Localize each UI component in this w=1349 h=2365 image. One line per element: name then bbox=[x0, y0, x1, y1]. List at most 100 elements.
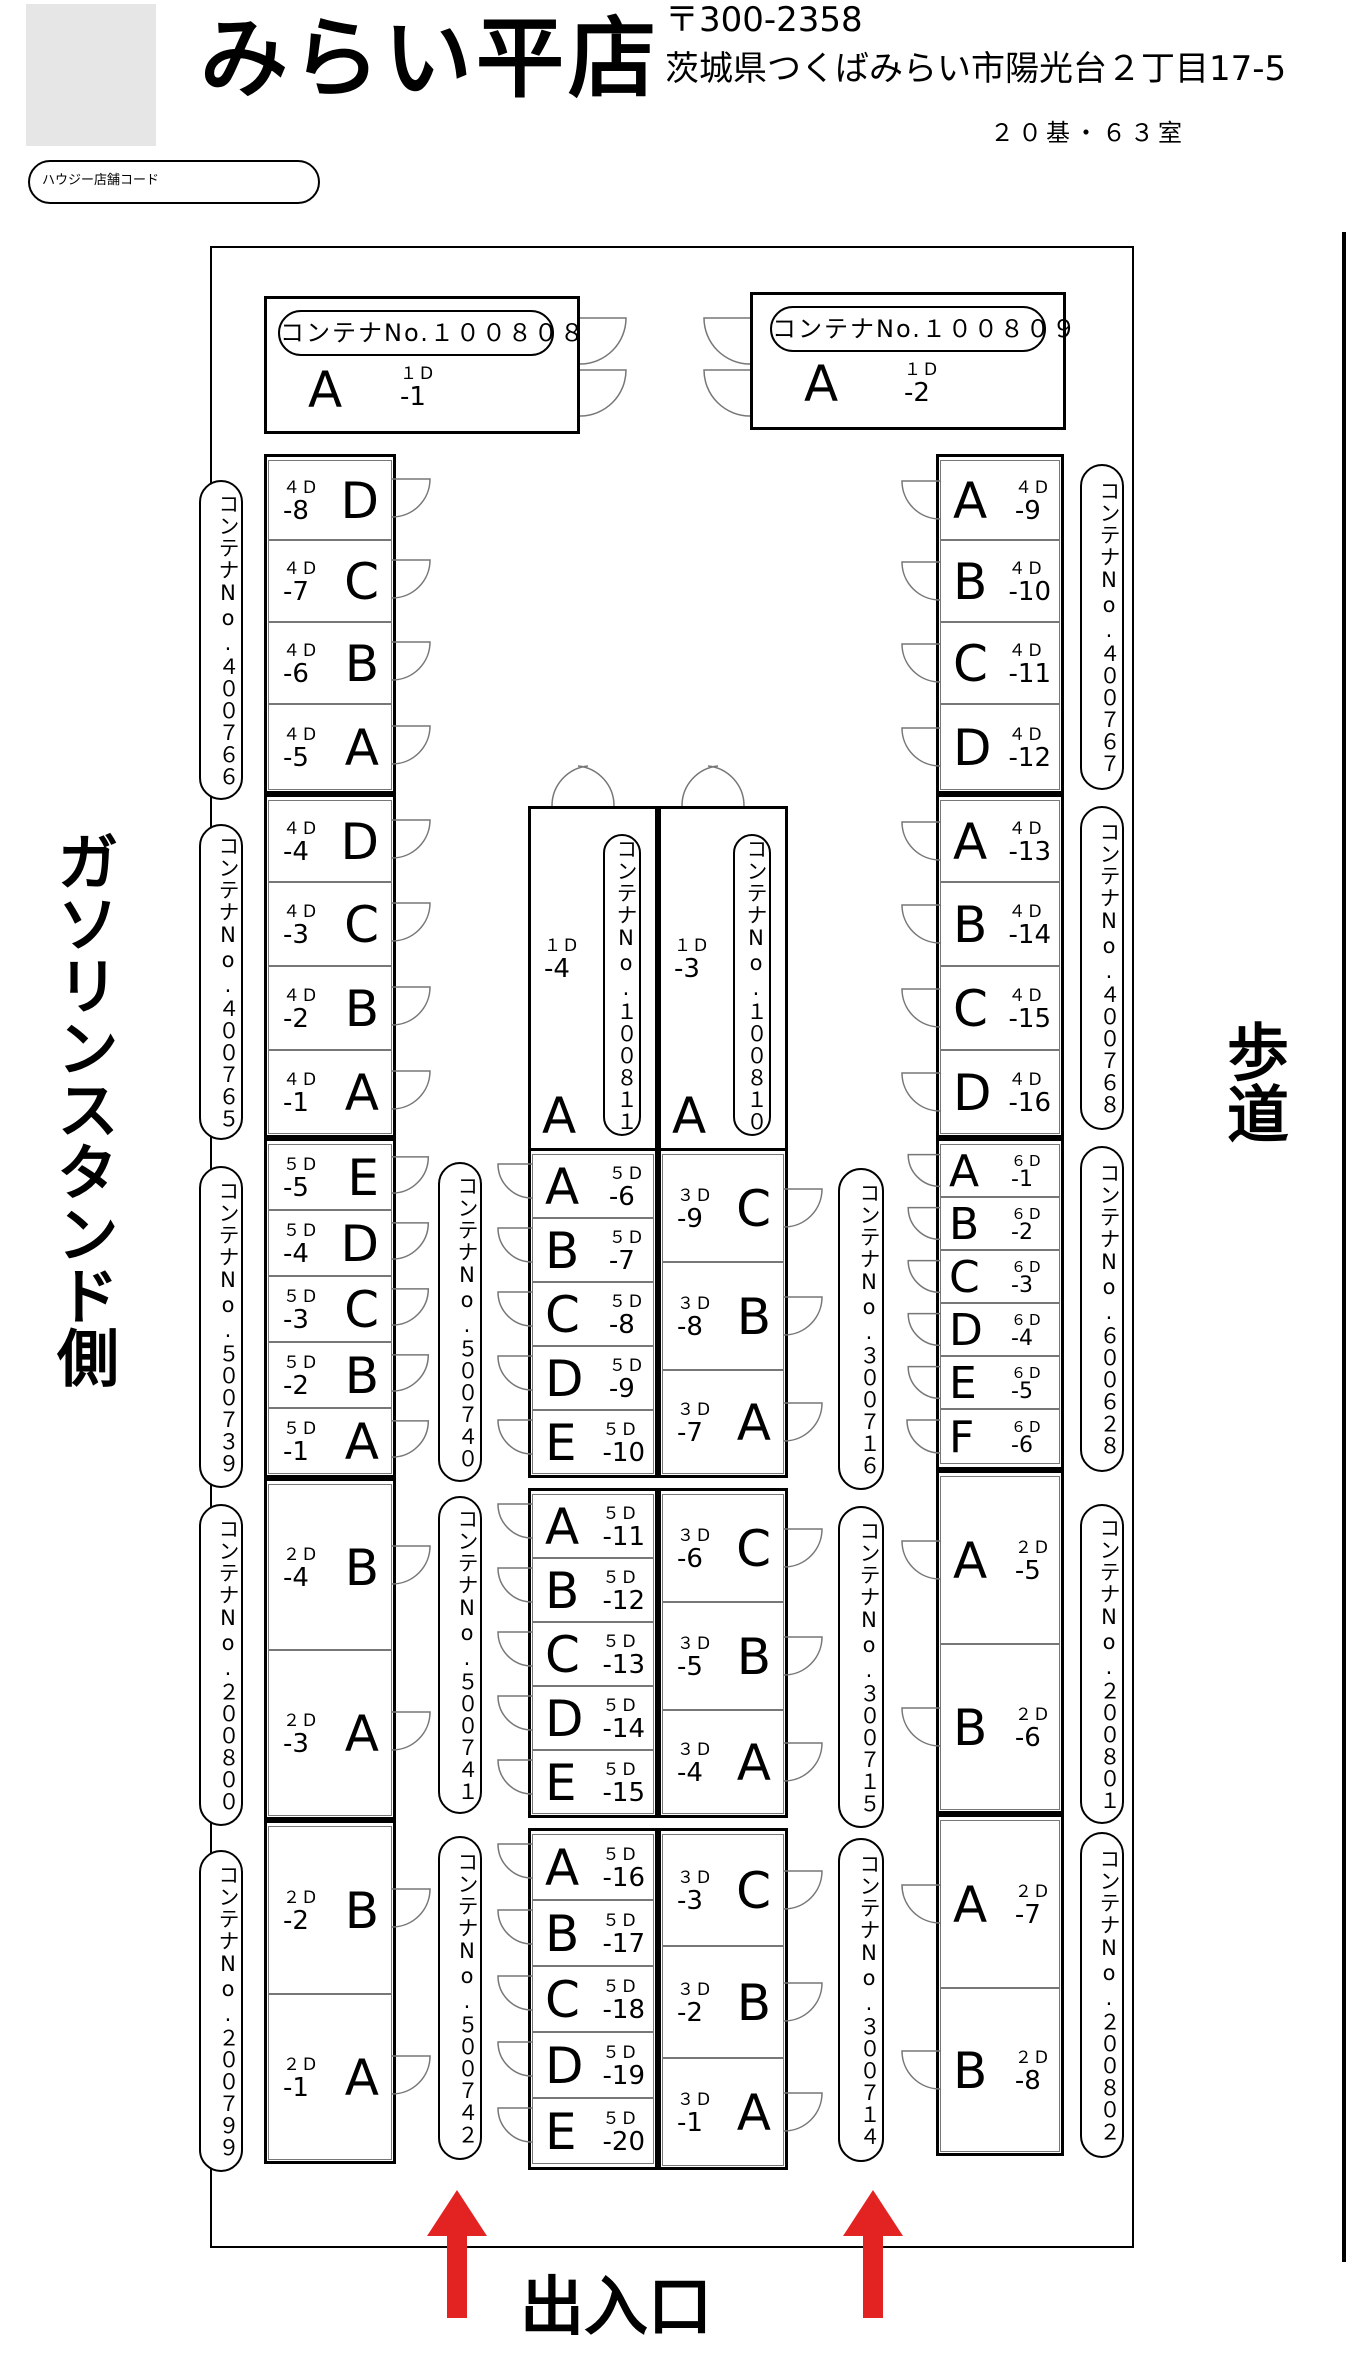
unit-number: -7 bbox=[677, 1418, 703, 1448]
container-number-label: コンテナNo.２００８０２ bbox=[1080, 1832, 1124, 2158]
unit-tag: １D-1 bbox=[400, 364, 436, 410]
unit-number: -7 bbox=[1014, 1900, 1041, 1930]
door-swing-mark bbox=[497, 1695, 533, 1731]
container-block bbox=[264, 1820, 396, 2164]
unit-tag: ６D-1 bbox=[1011, 1153, 1044, 1191]
container-number-label: コンテナNo.５００７４２ bbox=[438, 1836, 482, 2160]
door-swing-mark bbox=[901, 1540, 941, 1580]
unit-size: ５D bbox=[608, 1292, 645, 1312]
store-address: 茨城県つくばみらい市陽光台２丁目17-5 bbox=[665, 49, 1287, 89]
container-block bbox=[936, 1470, 1064, 1814]
door-swing-mark bbox=[901, 1072, 941, 1112]
door-swing-mark bbox=[391, 819, 431, 859]
container-number-label: コンテナNo.４００７６７ bbox=[1080, 464, 1124, 790]
unit-number: -8 bbox=[1014, 2066, 1041, 2096]
unit-tag: ４D-9 bbox=[1015, 478, 1051, 524]
door-swing-mark bbox=[907, 1365, 941, 1400]
unit-letter: B bbox=[736, 1628, 771, 1686]
unit-letter: B bbox=[953, 1699, 988, 1757]
unit-tag: ５D-12 bbox=[603, 1568, 645, 1614]
unit-tag: ５D-19 bbox=[603, 2043, 645, 2089]
unit-number: -8 bbox=[677, 1312, 703, 1342]
container-block bbox=[528, 1148, 658, 1478]
unit-tag: ５D-3 bbox=[283, 1287, 319, 1333]
unit-number: -14 bbox=[1008, 920, 1051, 950]
door-swing-mark bbox=[551, 765, 589, 807]
container-block bbox=[658, 1488, 788, 1818]
door-swing-mark bbox=[703, 369, 751, 417]
store-code-field[interactable]: ハウジー店舗コード bbox=[28, 160, 320, 204]
door-swing-mark bbox=[681, 765, 719, 807]
door-swing-mark bbox=[497, 1631, 533, 1667]
door-swing-mark bbox=[391, 1156, 430, 1194]
entrance-arrow-icon bbox=[843, 2190, 903, 2318]
door-swing-mark bbox=[703, 317, 751, 365]
door-swing-mark bbox=[497, 1503, 533, 1539]
unit-number: -6 bbox=[1014, 1723, 1041, 1753]
